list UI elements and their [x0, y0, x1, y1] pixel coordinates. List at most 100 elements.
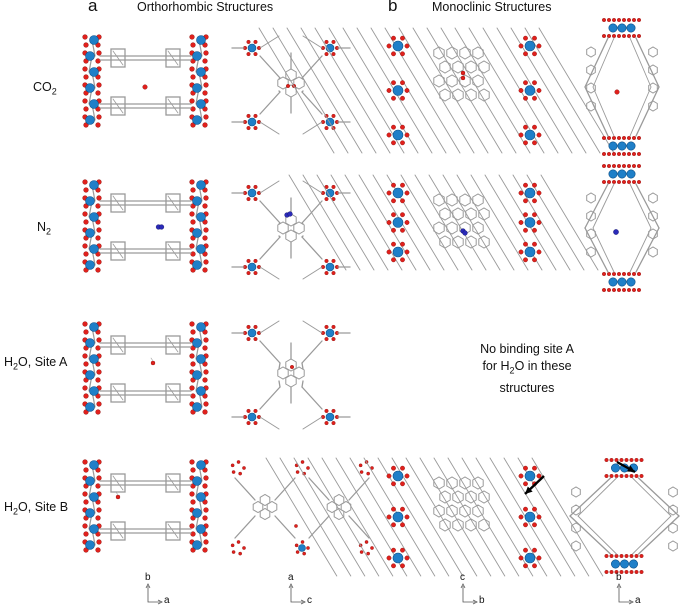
oxygen-atom	[614, 457, 619, 462]
oxygen-atom	[634, 474, 639, 479]
framework-bond	[524, 27, 601, 154]
framework-bond	[167, 475, 179, 491]
framework-bond	[592, 86, 615, 137]
aromatic-ring	[648, 246, 658, 258]
oxygen-atom	[400, 35, 405, 41]
linker-box	[165, 473, 181, 493]
oxygen-atom	[83, 329, 89, 335]
framework-bond	[348, 515, 370, 539]
metal-atom	[392, 40, 404, 52]
oxygen-atom	[602, 151, 607, 156]
oxygen-atom	[602, 271, 607, 276]
metal-atom	[85, 338, 95, 348]
framework-bond	[301, 55, 323, 79]
oxygen-atom	[359, 550, 364, 554]
oxygen-atom	[614, 553, 619, 558]
oxygen-atom	[324, 39, 329, 44]
oxygen-atom	[607, 17, 612, 22]
framework-bond	[635, 227, 660, 273]
linker-box	[165, 383, 181, 403]
oxygen-atom	[95, 483, 101, 489]
framework-bond	[259, 121, 280, 135]
framework-bond	[301, 77, 304, 80]
no-binding-note: No binding site A for H2O in these struc…	[452, 341, 602, 397]
oxygen-atom	[324, 337, 329, 342]
oxygen-atom	[203, 401, 209, 407]
oxygen-atom	[190, 187, 196, 193]
metal-atom	[392, 511, 404, 523]
oxygen-atom	[400, 481, 405, 487]
oxygen-atom	[622, 151, 627, 156]
metal-atom	[392, 187, 404, 199]
oxygen-atom	[404, 555, 410, 561]
aromatic-ring	[648, 100, 658, 112]
oxygen-atom	[536, 190, 542, 196]
oxygen-atom	[518, 132, 524, 138]
oxygen-atom	[231, 550, 236, 554]
metal-atom	[192, 228, 202, 238]
oxygen-atom	[202, 483, 208, 489]
oxygen-atom	[391, 80, 396, 86]
oxygen-atom	[632, 17, 637, 22]
framework-bond	[398, 27, 475, 154]
monoclinic-view-1-h2o-site-b	[265, 457, 604, 577]
framework-bond	[288, 174, 347, 271]
oxygen-atom	[391, 35, 396, 41]
metal-atom	[626, 277, 636, 287]
oxygen-atom	[253, 52, 258, 57]
aromatic-ring	[648, 64, 658, 76]
pointer-arrowhead	[525, 486, 533, 494]
oxygen-atom	[190, 499, 196, 505]
oxygen-atom	[82, 179, 88, 185]
aromatic-ring	[571, 486, 581, 498]
framework-bond	[167, 337, 179, 353]
oxygen-atom	[82, 211, 88, 217]
aromatic-ring	[472, 504, 484, 518]
metal-atom	[192, 115, 202, 125]
framework-bond	[629, 227, 652, 273]
oxygen-atom	[253, 126, 258, 131]
metal-atom	[85, 228, 95, 238]
oxygen-atom	[203, 50, 209, 56]
aromatic-ring	[433, 221, 445, 235]
aromatic-ring	[433, 504, 445, 518]
framework-bond	[330, 174, 389, 271]
row-label-co2: CO2	[33, 80, 57, 97]
framework-bond	[635, 183, 660, 229]
oxygen-atom	[536, 555, 542, 561]
oxygen-atom	[622, 163, 627, 168]
linker-box	[110, 193, 126, 213]
metal-atom	[325, 328, 335, 338]
oxygen-atom	[370, 546, 374, 550]
oxygen-atom	[366, 471, 370, 476]
aromatic-ring	[433, 74, 445, 88]
aromatic-ring	[439, 60, 451, 74]
metal-atom	[192, 402, 202, 412]
nitrogen-atom	[158, 224, 165, 230]
aromatic-ring	[586, 192, 596, 204]
oxygen-atom	[391, 506, 396, 512]
oxygen-atom	[238, 471, 242, 476]
oxygen-atom	[523, 481, 528, 487]
oxygen-atom	[523, 522, 528, 528]
oxygen-atom	[366, 551, 370, 556]
metal-atom	[89, 244, 99, 254]
oxygen-atom	[190, 219, 196, 225]
oxygen-atom	[609, 553, 614, 558]
linker-box	[110, 96, 126, 116]
aromatic-ring	[452, 207, 464, 221]
oxygen-atom	[96, 507, 102, 513]
aromatic-ring	[472, 476, 484, 490]
framework-bond	[167, 98, 179, 114]
oxygen-atom	[536, 514, 542, 520]
metal-atom	[325, 262, 335, 272]
framework-bond	[414, 174, 473, 271]
metal-atom	[617, 277, 627, 287]
metal-atom	[610, 559, 620, 569]
aromatic-ring	[452, 518, 464, 532]
oxygen-atom	[400, 80, 405, 86]
oxygen-atom	[523, 35, 528, 41]
oxygen-atom	[189, 98, 195, 104]
metal-atom	[392, 85, 404, 96]
linker-box	[165, 335, 181, 355]
